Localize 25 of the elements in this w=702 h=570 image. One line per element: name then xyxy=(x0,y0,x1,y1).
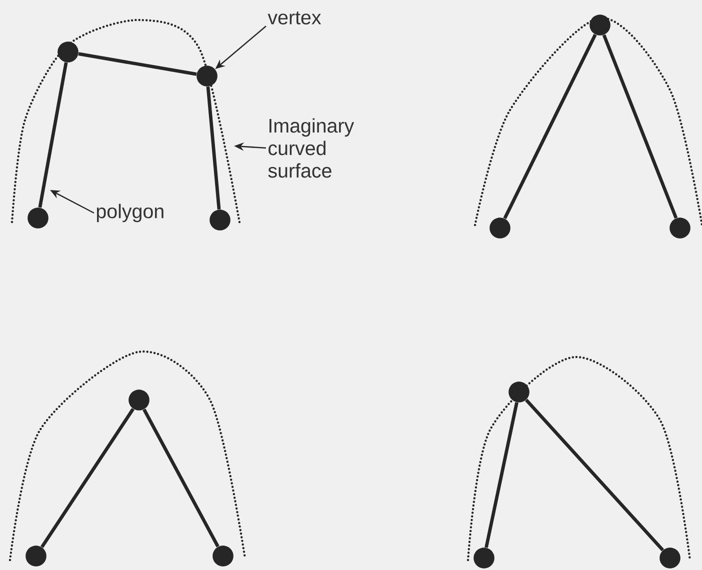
vertex-dot xyxy=(128,390,150,410)
polygon-edge xyxy=(142,408,220,548)
vertex-dot xyxy=(490,218,510,238)
polygon-edge xyxy=(206,86,221,210)
vertex-dot xyxy=(210,210,230,230)
vertex-dot xyxy=(28,208,48,228)
vertex-dot xyxy=(196,66,218,86)
polygon-edge xyxy=(484,402,518,548)
vertex-dot xyxy=(212,546,234,566)
vertex-dot xyxy=(508,382,530,402)
callout-label: vertex xyxy=(268,12,322,24)
vertex-dot xyxy=(670,218,690,238)
polygon-edge xyxy=(524,398,664,552)
polygon-edge xyxy=(78,52,197,76)
vertex-dot xyxy=(26,546,46,566)
polygon-edge xyxy=(503,34,597,220)
callout-label: polygon xyxy=(96,204,164,222)
vertex-dot xyxy=(474,548,494,568)
vertex-dot xyxy=(58,42,78,62)
polygon-edge xyxy=(40,408,135,548)
callout-label: Imaginary curved surface xyxy=(268,118,354,178)
polygon-edge xyxy=(602,34,678,219)
vertex-dot xyxy=(660,548,680,568)
polygon-edge xyxy=(38,62,68,208)
vertex-dot xyxy=(590,14,610,36)
